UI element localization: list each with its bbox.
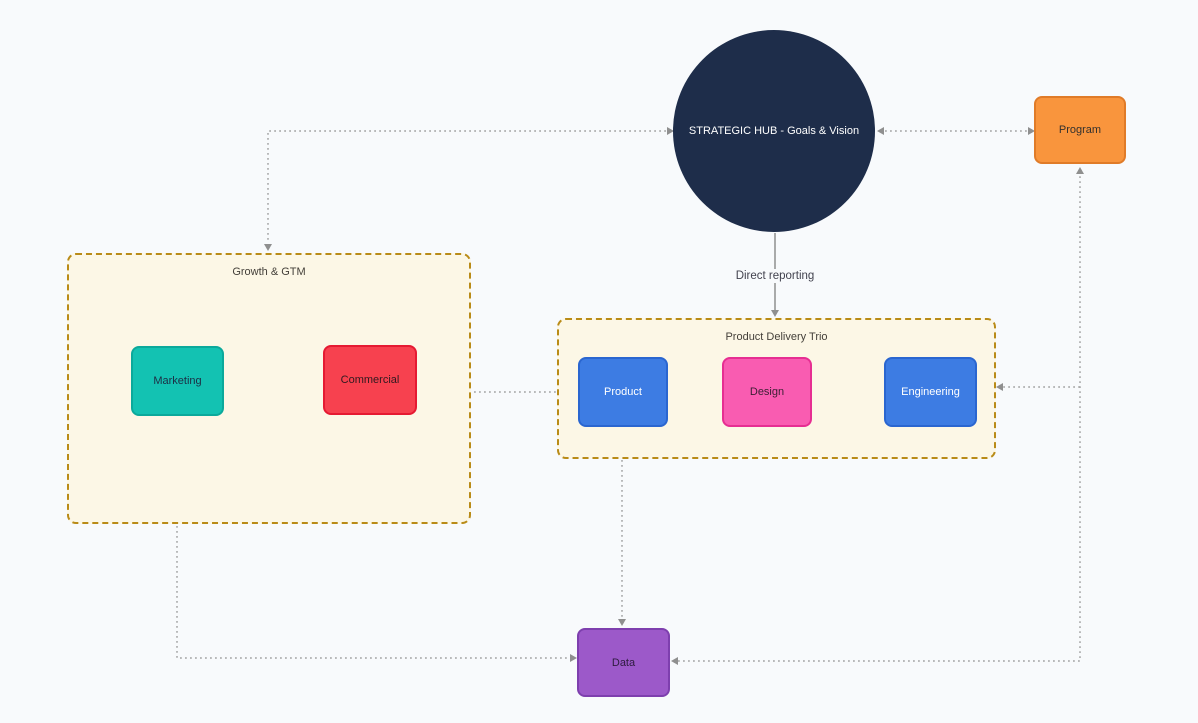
group-product-delivery-trio-label: Product Delivery Trio [725, 331, 828, 343]
node-data[interactable]: Data [577, 628, 670, 697]
edge-hub-growth-group [267, 130, 666, 243]
node-marketing[interactable]: Marketing [131, 346, 224, 416]
node-marketing-label: Marketing [153, 375, 202, 387]
node-commercial[interactable]: Commercial [323, 345, 417, 415]
node-commercial-label: Commercial [340, 374, 400, 386]
node-design[interactable]: Design [722, 357, 812, 427]
node-engineering-label: Engineering [901, 386, 960, 398]
node-program-label: Program [1058, 124, 1102, 136]
node-engineering[interactable]: Engineering [884, 357, 977, 427]
node-product-label: Product [604, 386, 642, 398]
node-strategic-hub[interactable]: STRATEGIC HUB - Goals & Vision [673, 30, 875, 232]
edge-data-program [678, 174, 1081, 662]
node-program[interactable]: Program [1034, 96, 1126, 164]
edge-label-direct-reporting: Direct reporting [730, 269, 820, 283]
node-product[interactable]: Product [578, 357, 668, 427]
node-strategic-hub-label: STRATEGIC HUB - Goals & Vision [688, 125, 860, 137]
group-growth-gtm-label: Growth & GTM [232, 266, 306, 278]
node-data-label: Data [611, 656, 636, 669]
node-design-label: Design [749, 386, 785, 398]
